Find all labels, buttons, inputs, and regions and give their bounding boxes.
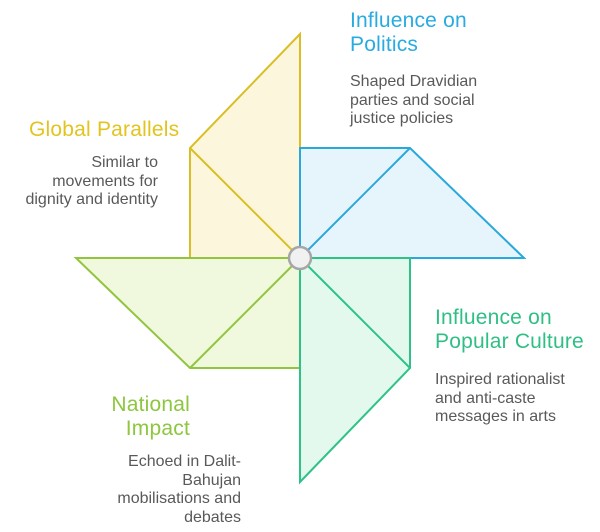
- influence-on-popular-culture-title: Influence on Popular Culture: [435, 306, 584, 353]
- blade-influence-on-politics-shape: [299, 147, 527, 259]
- center-hub: [287, 245, 313, 271]
- blade-influence-on-popular-culture: [299, 257, 411, 485]
- global-parallels-description: Similar to movements for dignity and ide…: [25, 154, 158, 208]
- blade-global-parallels: [189, 31, 301, 259]
- influence-on-popular-culture-description: Inspired rationalist and anti-caste mess…: [435, 371, 565, 425]
- blade-national-impact: [73, 257, 301, 369]
- global-parallels-title: Global Parallels: [29, 118, 180, 141]
- influence-on-politics-title: Influence on Politics: [350, 9, 467, 56]
- blade-national-impact-shape: [73, 257, 301, 369]
- blade-influence-on-politics: [299, 147, 527, 259]
- national-impact-description: Echoed in Dalit- Bahujan mobilisations a…: [117, 453, 241, 526]
- blade-influence-on-popular-culture-shape: [299, 257, 411, 485]
- blade-global-parallels-diagonal: [189, 147, 301, 259]
- national-impact-title: National Impact: [111, 393, 190, 440]
- blade-influence-on-popular-culture-diagonal: [299, 257, 411, 369]
- influence-on-politics-description: Shaped Dravidian parties and social just…: [350, 73, 478, 127]
- blade-influence-on-politics-diagonal: [299, 147, 411, 259]
- blade-global-parallels-shape: [189, 31, 301, 259]
- blade-national-impact-diagonal: [189, 257, 301, 369]
